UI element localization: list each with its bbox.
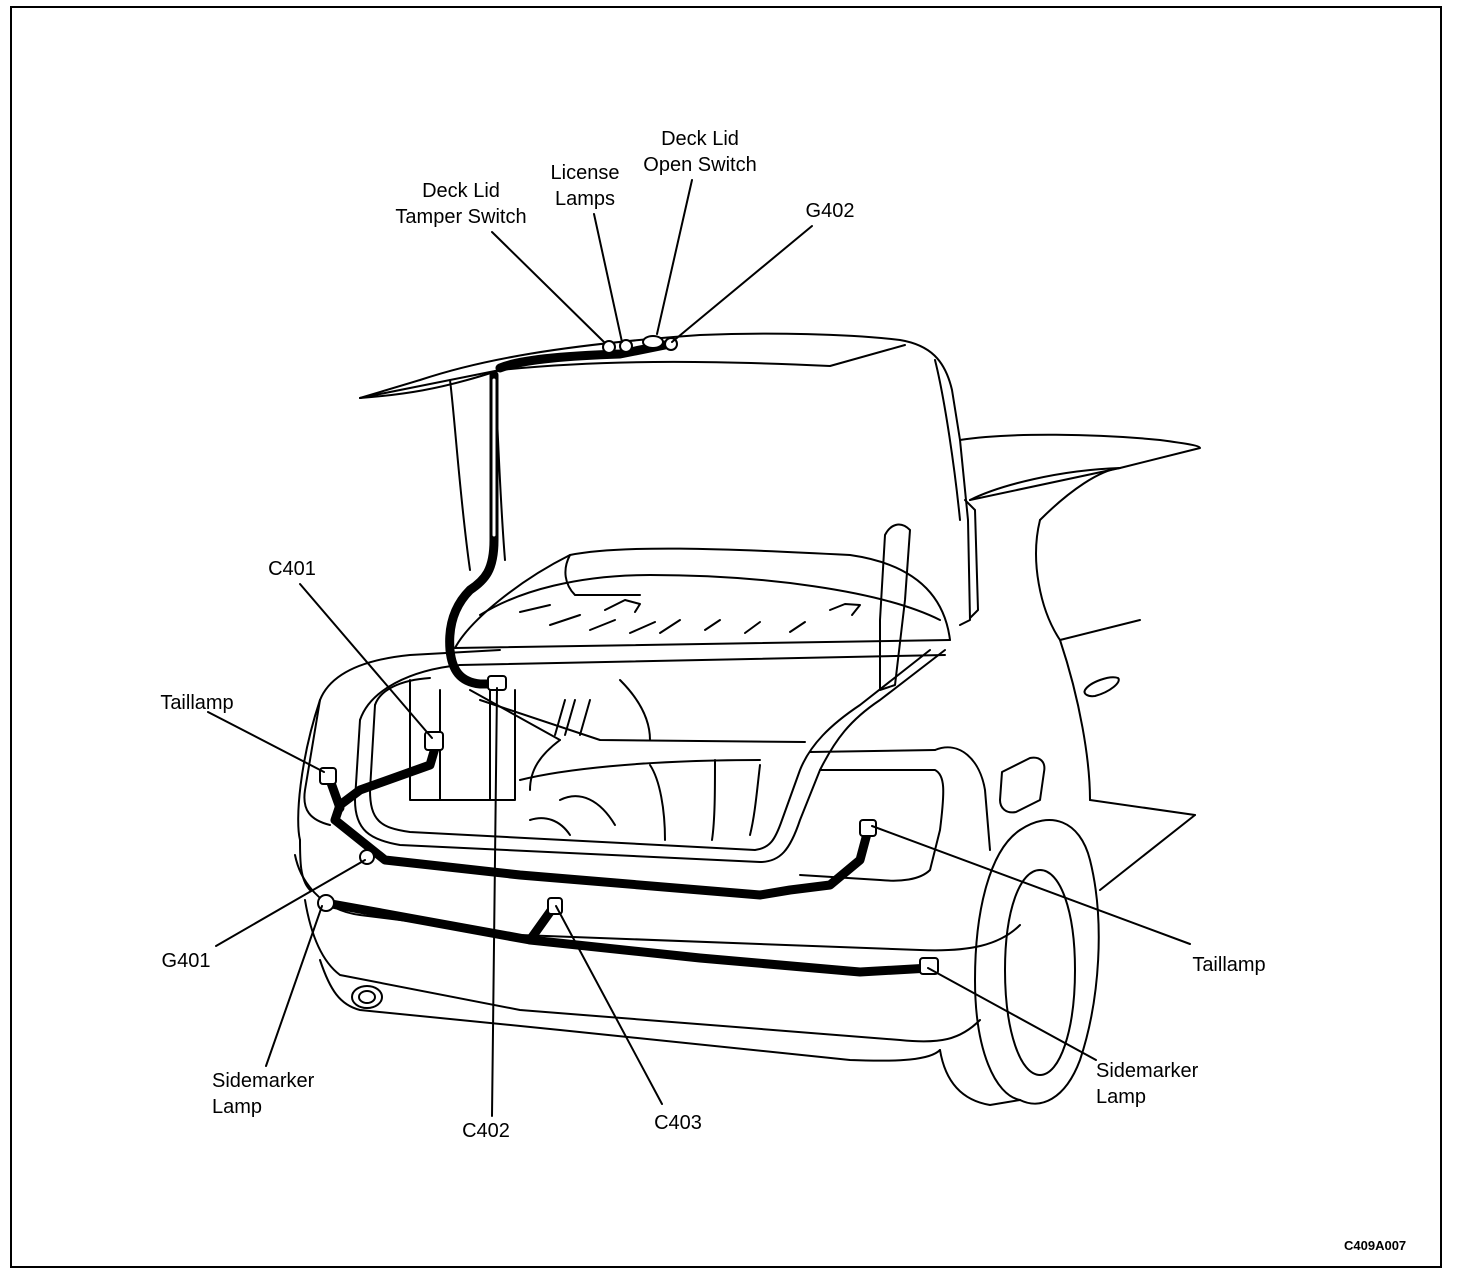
label-taillamp-right: Taillamp	[1192, 954, 1266, 976]
open-switch	[642, 335, 664, 349]
label-sidemarker-lamp-right: Sidemarker Lamp	[1096, 1060, 1199, 1108]
license-lamp	[619, 339, 633, 353]
figure-code: C409A007	[1344, 1238, 1407, 1253]
label-g402: G402	[805, 200, 855, 222]
tamper-switch	[602, 340, 616, 354]
car-body	[294, 332, 1201, 1106]
taillamp-right-connector	[859, 819, 877, 837]
label-taillamp-left: Taillamp	[160, 692, 234, 714]
c401-connector	[424, 731, 444, 751]
label-deck-lid-open-switch: Deck Lid Open Switch	[643, 128, 757, 176]
label-deck-lid-tamper-switch: Deck Lid Tamper Switch	[395, 180, 527, 228]
label-c402: C402	[462, 1120, 510, 1142]
leader-lines	[207, 179, 1191, 1117]
diagram-frame	[10, 6, 1442, 1268]
label-c401: C401	[268, 558, 316, 580]
label-license-lamps: License Lamps	[550, 162, 620, 210]
wiring-harness	[321, 339, 935, 977]
label-c403: C403	[654, 1112, 702, 1134]
label-g401: G401	[161, 950, 211, 972]
label-sidemarker-lamp-left: Sidemarker Lamp	[212, 1070, 315, 1118]
